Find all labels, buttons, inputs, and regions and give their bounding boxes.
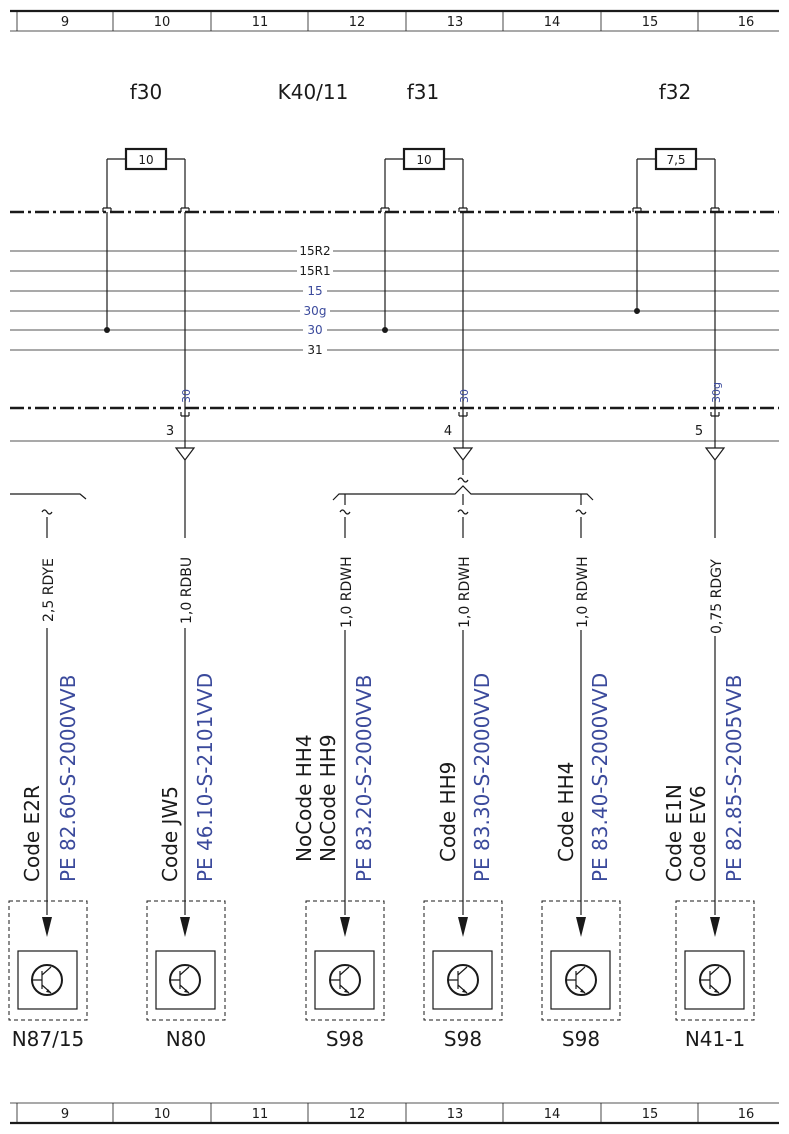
pe-label-n41: PE 82.85-S-2005VVB bbox=[722, 675, 746, 882]
fuse-f31-value: 10 bbox=[416, 153, 431, 167]
top-grid: 9 10 11 12 13 14 15 16 bbox=[10, 9, 779, 32]
rail-label-30: 30 bbox=[307, 323, 322, 337]
pe-label-s98-a: PE 83.20-S-2000VVB bbox=[352, 675, 376, 882]
output-3-signal: 30 bbox=[180, 389, 193, 403]
fuse-f32-value: 7,5 bbox=[666, 153, 685, 167]
wire-labels: 2,5 RDYE 1,0 RDBU 1,0 RDWH 1,0 RDWH 1,0 … bbox=[40, 538, 725, 636]
grid-col-9-bottom: 9 bbox=[61, 1107, 69, 1122]
code-label-jw5: Code JW5 bbox=[158, 786, 182, 882]
output-4-pin: 4 bbox=[444, 424, 452, 439]
rail-label-15r2: 15R2 bbox=[299, 244, 330, 258]
pe-label-s98-c: PE 83.40-S-2000VVD bbox=[588, 673, 612, 882]
code-label-hh4: Code HH4 bbox=[554, 762, 578, 862]
wire-label-hh4: 1,0 RDWH bbox=[575, 556, 591, 628]
component-name-n87: N87/15 bbox=[12, 1027, 85, 1051]
pe-label-n87: PE 82.60-S-2000VVB bbox=[56, 675, 80, 882]
grid-col-9: 9 bbox=[61, 15, 69, 30]
fuse-f30: 10 bbox=[106, 147, 186, 208]
grid-col-14-bottom: 14 bbox=[544, 1107, 561, 1122]
rail-label-30g: 30g bbox=[304, 304, 327, 318]
component-s98-b-box bbox=[423, 900, 503, 1021]
wire-tildes bbox=[41, 509, 587, 515]
rail-label-31: 31 bbox=[307, 343, 322, 357]
code-label-nocode-hh4: NoCode HH4 bbox=[292, 734, 316, 862]
splice-tilde bbox=[457, 477, 469, 483]
grid-col-12: 12 bbox=[349, 15, 366, 30]
pe-references: PE 82.60-S-2000VVB PE 46.10-S-2101VVD PE… bbox=[56, 655, 746, 883]
grid-col-15: 15 bbox=[642, 15, 659, 30]
grid-col-13-bottom: 13 bbox=[447, 1107, 464, 1122]
grid-col-16: 16 bbox=[738, 15, 755, 30]
wire-label-nocode: 1,0 RDWH bbox=[339, 556, 355, 628]
output-5-signal: 30g bbox=[710, 382, 723, 403]
fuse-f32-title: f32 bbox=[659, 80, 692, 104]
bottom-grid: 9 10 11 12 13 14 15 16 bbox=[10, 1102, 779, 1125]
component-s98-a-box bbox=[305, 900, 385, 1021]
component-s98-c-box bbox=[541, 900, 621, 1021]
wire-label-e2r: 2,5 RDYE bbox=[41, 558, 57, 622]
fuse-f31-title: f31 bbox=[407, 80, 440, 104]
code-labels: Code E2R Code JW5 NoCode HH4 NoCode HH9 … bbox=[20, 734, 710, 882]
pe-label-n80: PE 46.10-S-2101VVD bbox=[193, 673, 217, 882]
fuse-f32: 7,5 bbox=[636, 147, 716, 208]
grid-col-10: 10 bbox=[154, 15, 171, 30]
code-label-nocode-hh9: NoCode HH9 bbox=[316, 734, 340, 862]
component-n87-box bbox=[8, 900, 88, 1021]
output-5-pin: 5 bbox=[695, 424, 703, 439]
grid-col-15-bottom: 15 bbox=[642, 1107, 659, 1122]
connector-arrows bbox=[174, 447, 726, 461]
code-label-hh9: Code HH9 bbox=[436, 762, 460, 862]
component-name-n80: N80 bbox=[166, 1027, 206, 1051]
entry-arrows bbox=[42, 917, 720, 937]
fuse-output-wires bbox=[180, 212, 720, 448]
bracket-splice bbox=[332, 485, 594, 501]
fuse-f30-value: 10 bbox=[138, 153, 153, 167]
code-label-e2r: Code E2R bbox=[20, 785, 44, 882]
wire-label-hh9: 1,0 RDWH bbox=[457, 556, 473, 628]
component-n41-box bbox=[675, 900, 755, 1021]
bracket-left bbox=[10, 493, 87, 500]
pe-label-s98-b: PE 83.30-S-2000VVD bbox=[470, 673, 494, 882]
wire-label-e1n: 0,75 RDGY bbox=[709, 559, 725, 634]
code-label-e1n: Code E1N bbox=[662, 784, 686, 882]
output-3-pin: 3 bbox=[166, 424, 174, 439]
grid-col-14: 14 bbox=[544, 15, 561, 30]
component-name-s98-b: S98 bbox=[444, 1027, 482, 1051]
fuse-input-connections bbox=[104, 212, 640, 333]
grid-col-11: 11 bbox=[252, 15, 269, 30]
component-name-s98-a: S98 bbox=[326, 1027, 364, 1051]
fuse-f30-title: f30 bbox=[130, 80, 163, 104]
bus-rails: 15R2 15R1 15 30g 30 31 bbox=[10, 244, 779, 357]
component-n80-box bbox=[146, 900, 226, 1021]
component-name-n41: N41-1 bbox=[685, 1027, 745, 1051]
module-k40-title: K40/11 bbox=[278, 80, 349, 104]
fuse-f31: 10 bbox=[384, 147, 464, 208]
code-label-ev6: Code EV6 bbox=[686, 785, 710, 882]
wire-label-jw5: 1,0 RDBU bbox=[179, 557, 195, 624]
grid-col-16-bottom: 16 bbox=[738, 1107, 755, 1122]
grid-col-10-bottom: 10 bbox=[154, 1107, 171, 1122]
rail-label-15r1: 15R1 bbox=[299, 264, 330, 278]
grid-col-13: 13 bbox=[447, 15, 464, 30]
component-name-s98-c: S98 bbox=[562, 1027, 600, 1051]
rail-label-15: 15 bbox=[307, 284, 322, 298]
output-4-signal: 30 bbox=[458, 389, 471, 403]
grid-col-11-bottom: 11 bbox=[252, 1107, 269, 1122]
grid-col-12-bottom: 12 bbox=[349, 1107, 366, 1122]
